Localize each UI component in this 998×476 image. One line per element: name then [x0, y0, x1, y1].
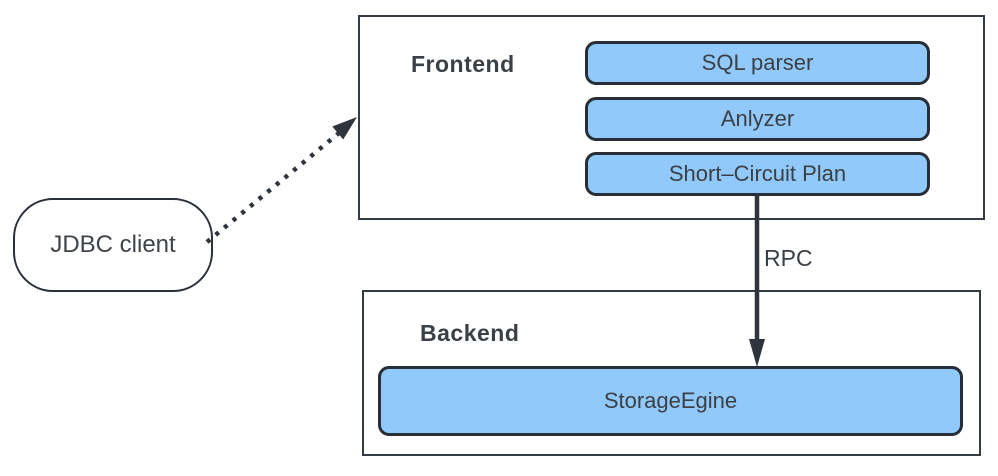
frontend-title: Frontend [411, 51, 515, 77]
node-jdbc-client-label: JDBC client [50, 231, 176, 258]
backend-title: Backend [420, 320, 520, 346]
node-jdbc-client: JDBC client [13, 198, 213, 292]
rpc-edge-label: RPC [764, 245, 813, 271]
node-short-circuit-plan: Short–Circuit Plan [585, 152, 930, 196]
node-anlyzer-label: Anlyzer [720, 106, 795, 131]
node-sql-parser: SQL parser [585, 41, 930, 85]
node-anlyzer: Anlyzer [585, 97, 930, 141]
node-storage-egine-label: StorageEgine [603, 388, 738, 413]
node-short-circuit-plan-label: Short–Circuit Plan [668, 161, 847, 186]
edge-client-to-frontend-line [205, 131, 341, 244]
node-storage-egine: StorageEgine [378, 366, 963, 436]
edge-client-to-frontend-arrowhead-icon [332, 117, 357, 140]
node-sql-parser-label: SQL parser [701, 50, 814, 75]
